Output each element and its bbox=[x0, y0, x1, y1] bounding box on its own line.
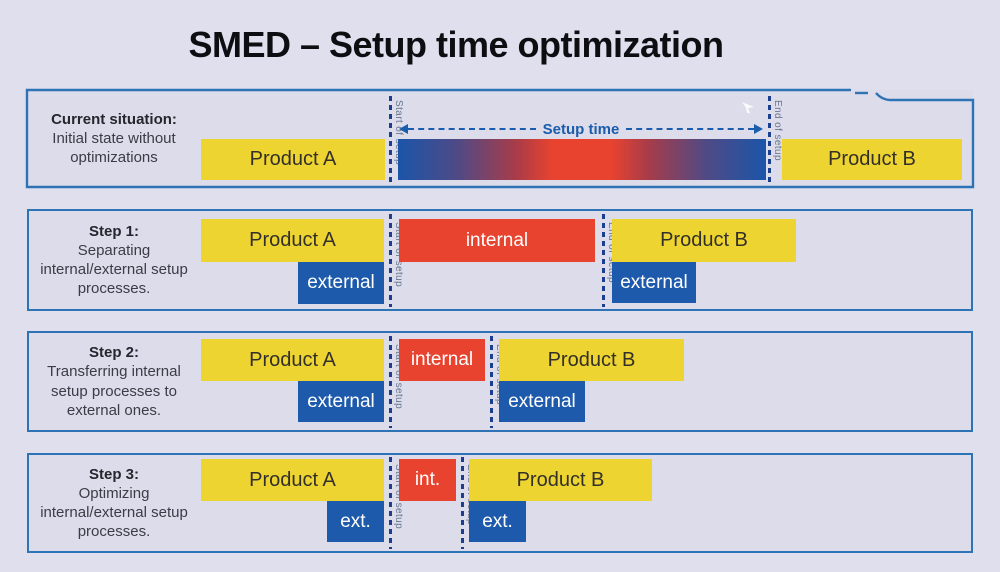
end-of-setup-label: End of setup bbox=[772, 100, 783, 161]
setup-time-arrow: Setup time bbox=[399, 119, 763, 139]
arrowhead-left-icon bbox=[399, 124, 408, 134]
setup-gradient-bar bbox=[398, 139, 766, 180]
mouse-cursor-icon bbox=[742, 102, 754, 113]
start-of-setup-line bbox=[389, 214, 392, 307]
end-of-setup-line bbox=[490, 336, 493, 428]
product-b-bar: Product B bbox=[782, 139, 962, 180]
caption-line: processes. bbox=[77, 280, 151, 298]
caption-step-3: Step 3: Optimizing internal/external set… bbox=[28, 453, 200, 553]
page-title: SMED – Setup time optimization bbox=[188, 24, 724, 65]
product-b-bar: Product B bbox=[612, 219, 796, 262]
caption-heading: Current situation: bbox=[51, 110, 177, 128]
start-of-setup-label: Start of setup bbox=[393, 464, 404, 530]
arrowhead-right-icon bbox=[754, 124, 763, 134]
arrow-dash bbox=[626, 128, 754, 130]
start-of-setup-line bbox=[389, 336, 392, 428]
start-of-setup-line bbox=[389, 457, 392, 549]
panel-current-border bbox=[25, 88, 975, 189]
product-b-bar: Product B bbox=[499, 339, 684, 381]
caption-line: internal/external setup bbox=[40, 504, 188, 521]
caption-line: external ones. bbox=[66, 401, 162, 419]
product-b-bar: Product B bbox=[469, 459, 652, 501]
setup-time-label: Setup time bbox=[542, 120, 620, 138]
arrow-dash bbox=[408, 128, 536, 130]
external-bar: external bbox=[298, 381, 384, 422]
product-a-bar: Product A bbox=[201, 139, 385, 180]
start-of-setup-label: Start of setup bbox=[393, 344, 404, 410]
external-bar: external bbox=[612, 262, 696, 303]
external-bar: ext. bbox=[469, 501, 526, 542]
start-of-setup-label: Start of setup bbox=[393, 100, 404, 166]
product-a-bar: Product A bbox=[201, 219, 384, 262]
start-of-setup-line bbox=[389, 96, 392, 184]
caption-current-situation: Current situation: Initial state without… bbox=[28, 90, 200, 187]
caption-line: Optimizing bbox=[78, 484, 150, 502]
external-bar: external bbox=[499, 381, 585, 422]
end-of-setup-line bbox=[602, 214, 605, 307]
caption-line: Separating bbox=[77, 241, 151, 259]
product-a-bar: Product A bbox=[201, 459, 384, 501]
end-of-setup-label: End of setup bbox=[606, 222, 617, 283]
end-of-setup-line bbox=[461, 457, 464, 549]
caption-step-1: Step 1: Separating internal/external set… bbox=[28, 209, 200, 311]
external-bar: ext. bbox=[327, 501, 384, 542]
start-of-setup-label: Start of setup bbox=[393, 222, 404, 288]
caption-line: setup processes to bbox=[51, 382, 177, 400]
caption-line: Initial state without bbox=[52, 129, 176, 147]
internal-bar: internal bbox=[399, 339, 485, 381]
external-bar: external bbox=[298, 262, 384, 304]
internal-bar: int. bbox=[399, 459, 456, 501]
caption-line: internal/external setup bbox=[40, 261, 188, 278]
internal-bar: internal bbox=[399, 219, 595, 262]
product-a-bar: Product A bbox=[201, 339, 384, 381]
caption-heading: Step 1: bbox=[88, 222, 139, 240]
caption-line: optimizations bbox=[70, 149, 158, 167]
caption-line: Transferring internal bbox=[47, 363, 181, 381]
caption-line: processes. bbox=[77, 523, 151, 541]
caption-heading: Step 2: bbox=[88, 344, 139, 362]
end-of-setup-line bbox=[768, 96, 771, 184]
caption-heading: Step 3: bbox=[88, 465, 139, 483]
caption-step-2: Step 2: Transferring internal setup proc… bbox=[28, 331, 200, 432]
